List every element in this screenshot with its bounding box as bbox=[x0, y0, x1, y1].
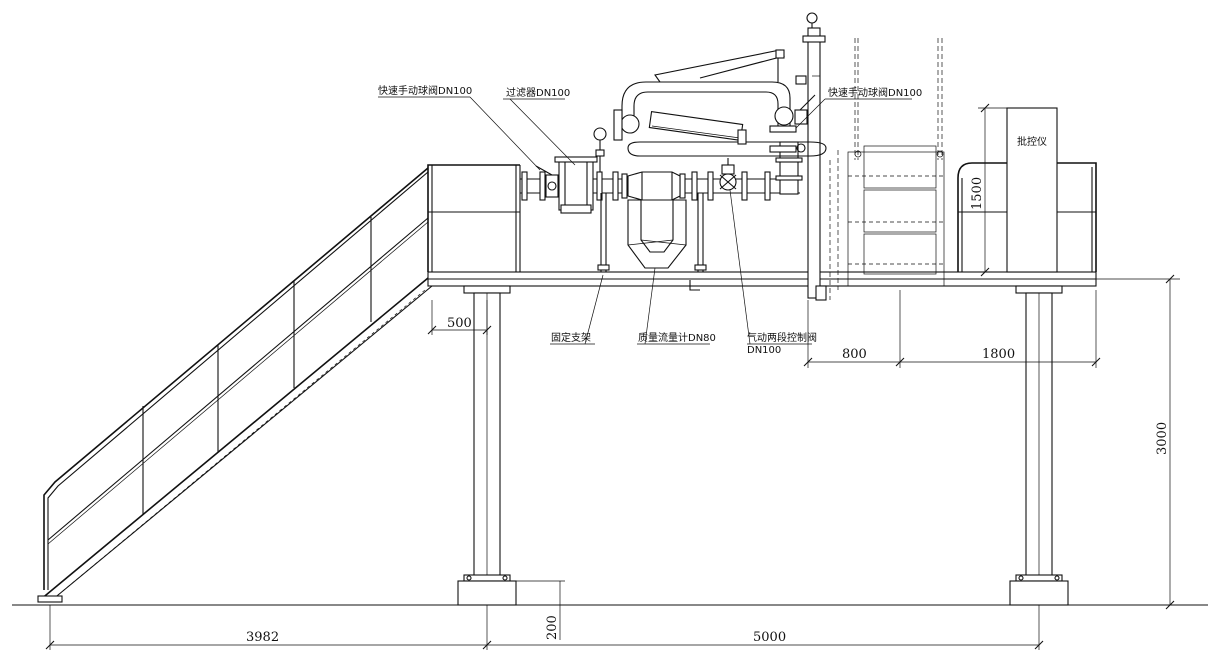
label-filter: 过滤器DN100 bbox=[506, 86, 570, 99]
filter bbox=[554, 156, 598, 214]
dim-1800: 1800 bbox=[982, 347, 1015, 362]
column-right bbox=[1009, 285, 1069, 606]
staircase bbox=[37, 167, 433, 603]
ball-valve-left bbox=[535, 165, 559, 198]
pneumatic-control-valve bbox=[719, 158, 737, 191]
label-pneumatic-valve-size: DN100 bbox=[747, 345, 781, 356]
dim-3000: 3000 bbox=[1155, 422, 1170, 455]
dimension-lines bbox=[45, 103, 1180, 650]
label-fixed-support: 固定支架 bbox=[551, 331, 591, 344]
pressure-gauge bbox=[593, 127, 607, 172]
label-ball-valve-left: 快速手动球阀DN100 bbox=[378, 84, 472, 97]
tank-truck-outline bbox=[829, 38, 945, 300]
loading-arm bbox=[613, 12, 827, 301]
leader-lines bbox=[378, 96, 912, 345]
dim-1500: 1500 bbox=[970, 177, 985, 210]
fixed-supports bbox=[597, 193, 707, 291]
label-controller: 批控仪 bbox=[1017, 135, 1047, 148]
platform-deck bbox=[427, 271, 1097, 287]
label-ball-valve-right: 快速手动球阀DN100 bbox=[828, 86, 922, 99]
platform-handrail-left bbox=[427, 164, 521, 272]
dim-5000: 5000 bbox=[753, 630, 786, 645]
dim-3982: 3982 bbox=[246, 630, 279, 645]
mass-flow-meter bbox=[627, 171, 687, 269]
column-left bbox=[457, 285, 517, 606]
batch-controller bbox=[1006, 107, 1058, 273]
label-pneumatic-valve: 气动两段控制阀 bbox=[747, 331, 817, 344]
dim-800: 800 bbox=[842, 347, 867, 362]
dim-500: 500 bbox=[447, 316, 472, 331]
dim-200: 200 bbox=[545, 615, 560, 640]
label-mass-flow-meter: 质量流量计DN80 bbox=[638, 331, 716, 344]
